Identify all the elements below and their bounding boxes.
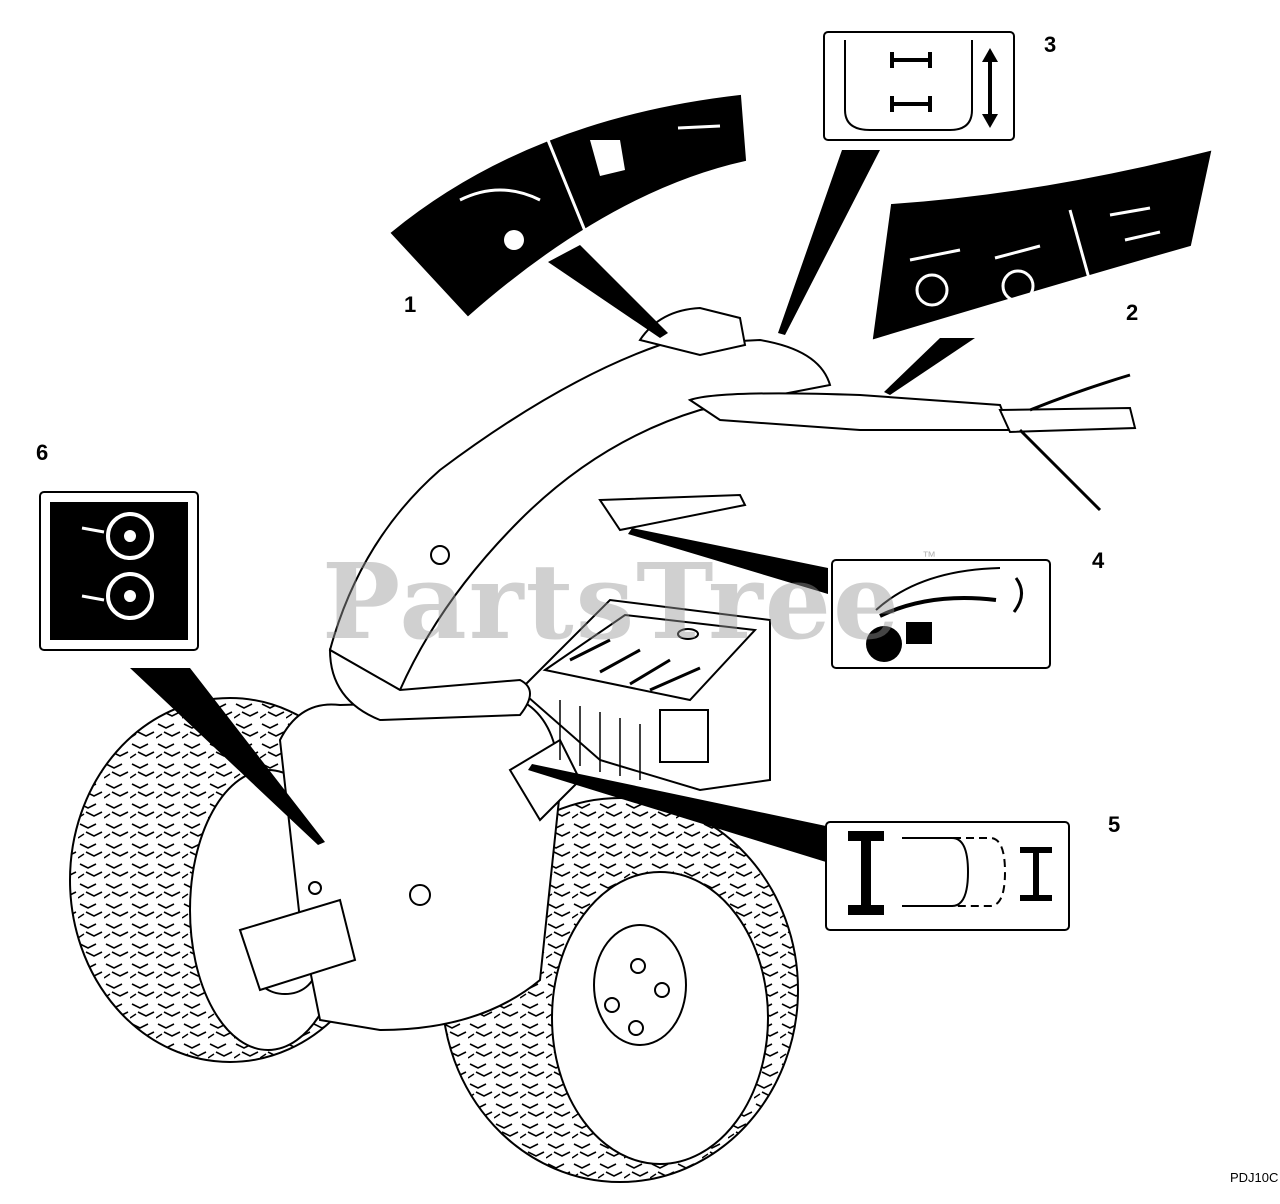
leader-3 (778, 150, 880, 335)
callout-2: 2 (1126, 300, 1139, 325)
drive-wheel-icon (866, 626, 902, 662)
tiller-icon (590, 140, 625, 176)
arc-arrow-icon (1012, 577, 1023, 613)
transmission-housing (238, 698, 582, 1032)
watermark-trademark: ™ (922, 548, 936, 564)
throttle-knob-icon (504, 230, 524, 250)
leader-4 (628, 528, 828, 594)
decal-3 (823, 31, 1015, 141)
watermark: PartsTree (322, 540, 902, 663)
leader-6 (130, 668, 325, 845)
leader-2 (884, 338, 975, 395)
wheel-unlocked-icon (106, 512, 154, 560)
decal-1 (390, 94, 747, 317)
drive-lever-icon (1109, 206, 1161, 242)
narrow-axle-icon (1020, 847, 1052, 901)
decal-2 (872, 150, 1212, 340)
brake-icon (915, 273, 949, 307)
arc-arrow-icon (459, 188, 541, 202)
leader-5 (528, 764, 826, 862)
handlebar-frame (328, 306, 1137, 722)
callout-6: 6 (36, 440, 49, 465)
brake-engaged-icon (1001, 269, 1035, 303)
brake-lever-icon (909, 244, 1041, 262)
engine (518, 598, 771, 792)
callout-4: 4 (1092, 548, 1105, 573)
leader-1 (548, 245, 668, 338)
callout-3: 3 (1044, 32, 1057, 57)
decal-5 (825, 821, 1070, 931)
diagram-code: PDJ10C (1230, 1170, 1279, 1185)
leader-lines (130, 150, 975, 862)
decal-6 (39, 491, 199, 651)
wheel-locked-icon (106, 572, 154, 620)
lever-icon (677, 124, 721, 130)
callout-1: 1 (404, 292, 417, 317)
decal-4 (831, 559, 1051, 669)
wide-axle-icon (848, 831, 884, 915)
callout-5: 5 (1108, 812, 1121, 837)
